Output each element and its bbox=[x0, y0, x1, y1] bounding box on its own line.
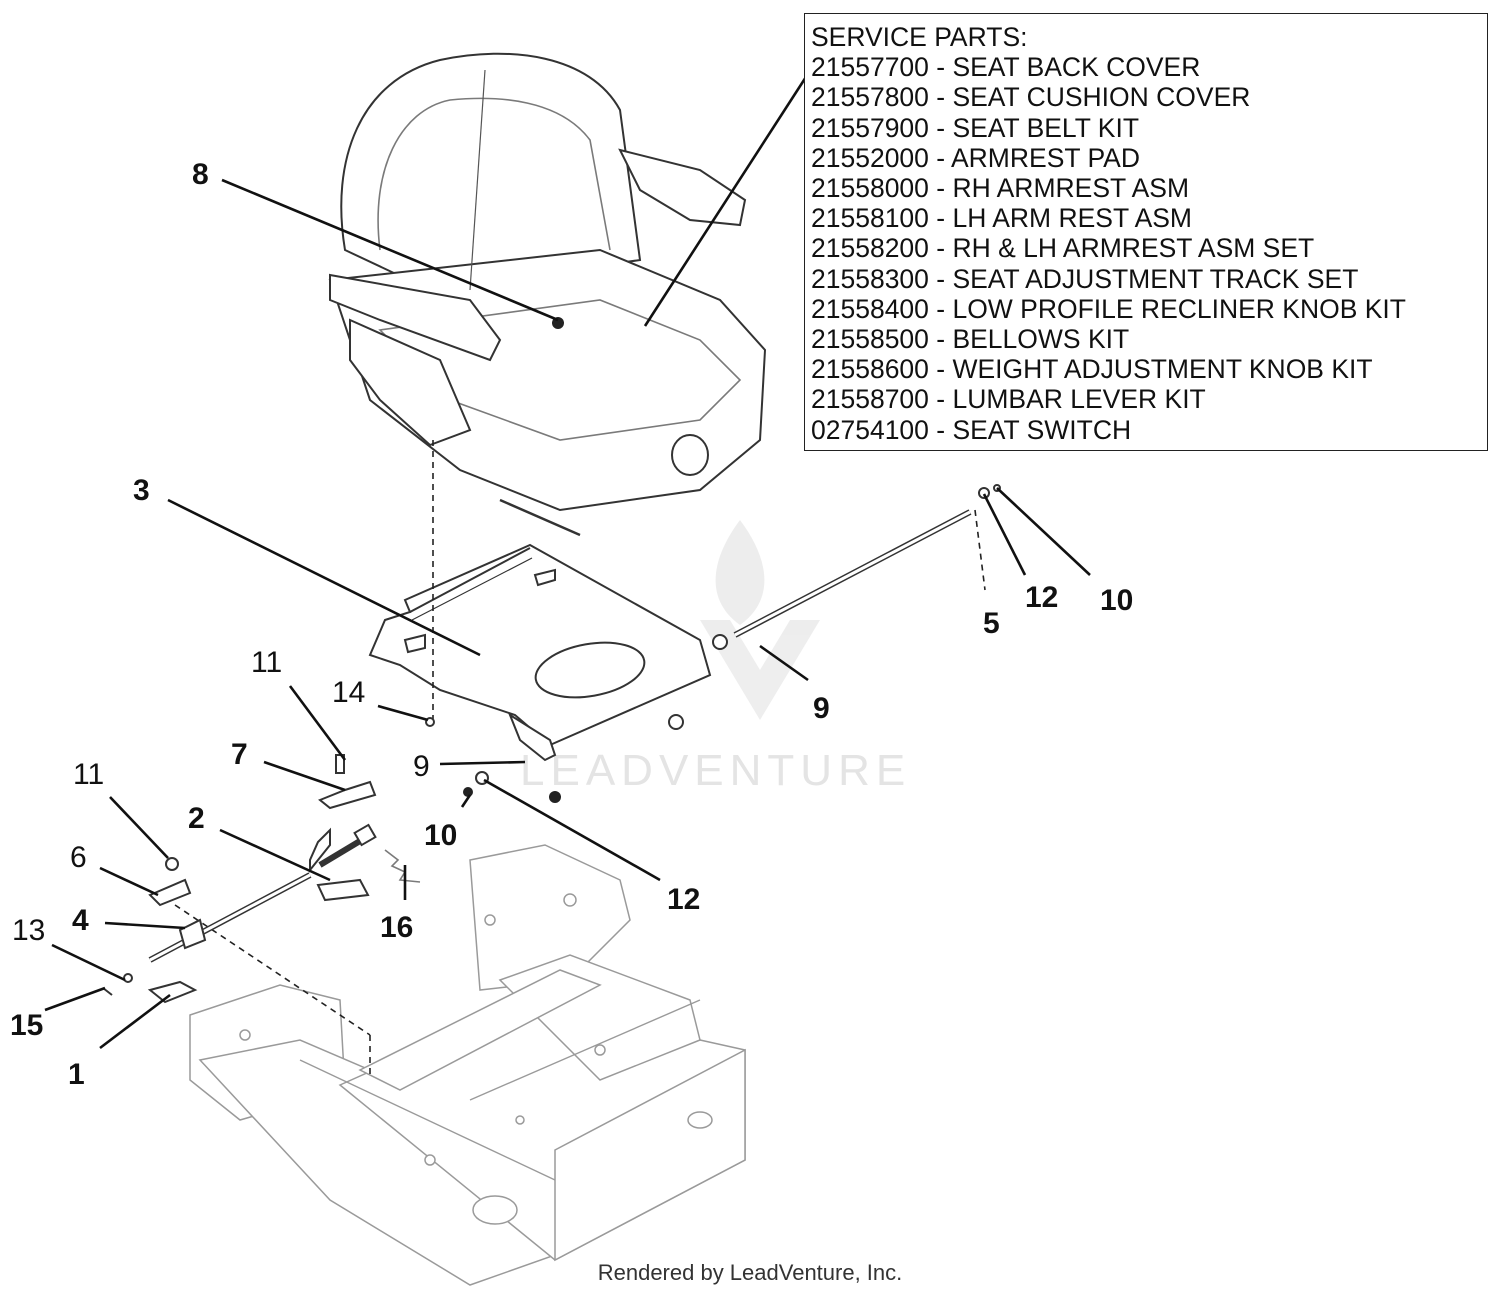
callout-4: 4 bbox=[72, 904, 89, 937]
callout-9b: 9 bbox=[413, 750, 430, 783]
callout-14: 14 bbox=[332, 676, 365, 709]
watermark-text: LEADVENTURE bbox=[520, 746, 911, 795]
leader-lines bbox=[44, 45, 1091, 1050]
service-part-item: 21558600 - WEIGHT ADJUSTMENT KNOB KIT bbox=[811, 354, 1373, 385]
callout-12b: 12 bbox=[667, 883, 700, 916]
service-part-item: 21558500 - BELLOWS KIT bbox=[811, 324, 1130, 355]
callout-16: 16 bbox=[380, 911, 413, 944]
service-part-item: 21558100 - LH ARM REST ASM bbox=[811, 203, 1193, 234]
callout-10a: 10 bbox=[1100, 584, 1133, 617]
seat-switch-1 bbox=[147, 980, 198, 1004]
callout-1: 1 bbox=[68, 1058, 85, 1091]
callout-8: 8 bbox=[192, 158, 209, 191]
hardware-13 bbox=[123, 973, 133, 983]
shaft-4 bbox=[148, 872, 312, 963]
hardware-clip bbox=[463, 787, 473, 797]
service-part-item: 21557700 - SEAT BACK COVER bbox=[811, 52, 1201, 83]
callout-11a: 11 bbox=[251, 646, 282, 679]
callouts: 8 3 5 12 10 9 11 14 7 9 10 12 11 2 6 4 1… bbox=[10, 158, 1133, 1091]
alignment-line-rod bbox=[974, 509, 986, 591]
callout-7: 7 bbox=[231, 738, 248, 771]
hardware-nut-2 bbox=[549, 791, 561, 803]
chassis-frame bbox=[189, 844, 746, 1286]
service-part-item: 21557900 - SEAT BELT KIT bbox=[811, 112, 1140, 143]
service-part-item: 21558400 - LOW PROFILE RECLINER KNOB KIT bbox=[811, 293, 1406, 324]
service-part-item: 21558300 - SEAT ADJUSTMENT TRACK SET bbox=[811, 263, 1359, 294]
callout-10b: 10 bbox=[424, 819, 457, 852]
service-part-item: 21558000 - RH ARMREST ASM bbox=[811, 173, 1190, 204]
hardware-pin-11b bbox=[165, 857, 179, 871]
footer-credit: Rendered by LeadVenture, Inc. bbox=[597, 1260, 903, 1285]
service-part-item: 21557800 - SEAT CUSHION COVER bbox=[811, 82, 1251, 113]
callout-13: 13 bbox=[12, 914, 45, 947]
service-part-item: 21558200 - RH & LH ARMREST ASM SET bbox=[811, 233, 1315, 264]
switch-bracket bbox=[309, 823, 377, 902]
callout-9a: 9 bbox=[813, 692, 830, 725]
watermark-logo bbox=[700, 520, 820, 720]
service-parts-title: SERVICE PARTS: bbox=[811, 22, 1028, 52]
bracket-7 bbox=[318, 780, 377, 810]
service-part-item: 21552000 - ARMREST PAD bbox=[811, 142, 1140, 173]
seat-assembly bbox=[328, 52, 767, 537]
callout-2: 2 bbox=[188, 802, 205, 835]
seat-rod bbox=[712, 484, 1001, 650]
bracket-6 bbox=[148, 878, 192, 907]
callout-6: 6 bbox=[70, 841, 87, 874]
service-parts-box: SERVICE PARTS: 21557700 - SEAT BACK COVE… bbox=[804, 13, 1488, 451]
hardware-nut bbox=[668, 714, 684, 730]
service-part-item: 21558700 - LUMBAR LEVER KIT bbox=[811, 384, 1206, 415]
callout-5: 5 bbox=[983, 607, 1000, 640]
callout-15: 15 bbox=[10, 1009, 43, 1042]
service-part-item: 02754100 - SEAT SWITCH bbox=[811, 414, 1132, 445]
callout-11b: 11 bbox=[73, 758, 104, 791]
callout-12a: 12 bbox=[1025, 581, 1058, 614]
callout-3: 3 bbox=[133, 474, 150, 507]
spring-16 bbox=[384, 849, 421, 883]
seat-plate bbox=[368, 543, 712, 762]
